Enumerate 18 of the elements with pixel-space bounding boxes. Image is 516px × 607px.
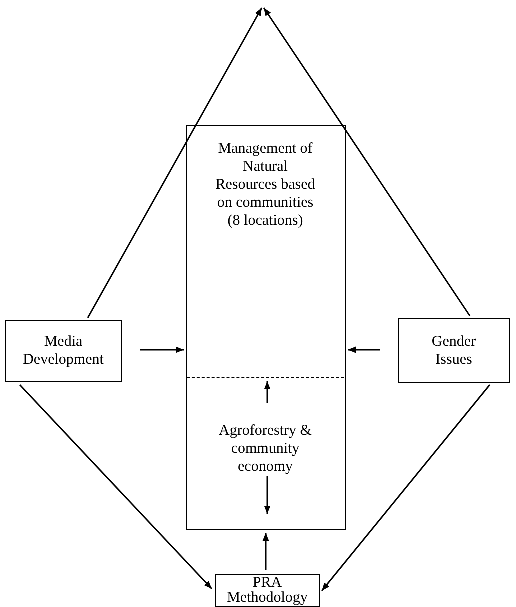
arrow — [19, 384, 213, 590]
arrow — [140, 346, 184, 354]
arrow — [262, 533, 270, 570]
node-label: Management of Natural Resources based on communities (8 locations) — [214, 140, 316, 230]
process-box — [398, 318, 510, 383]
arrow — [264, 382, 271, 404]
process-box — [215, 574, 320, 607]
arrow — [264, 476, 271, 514]
node-label: Gender Issues — [430, 332, 478, 368]
arrow — [321, 384, 491, 592]
node-label: PRA Methodology — [226, 576, 309, 606]
node-label: Media Development — [22, 333, 105, 369]
arrow — [87, 8, 263, 318]
arrow — [263, 8, 471, 316]
node-label: Agroforestry & community economy — [218, 422, 313, 476]
arrow — [348, 346, 380, 354]
process-box — [5, 320, 122, 382]
process-box — [186, 125, 346, 530]
